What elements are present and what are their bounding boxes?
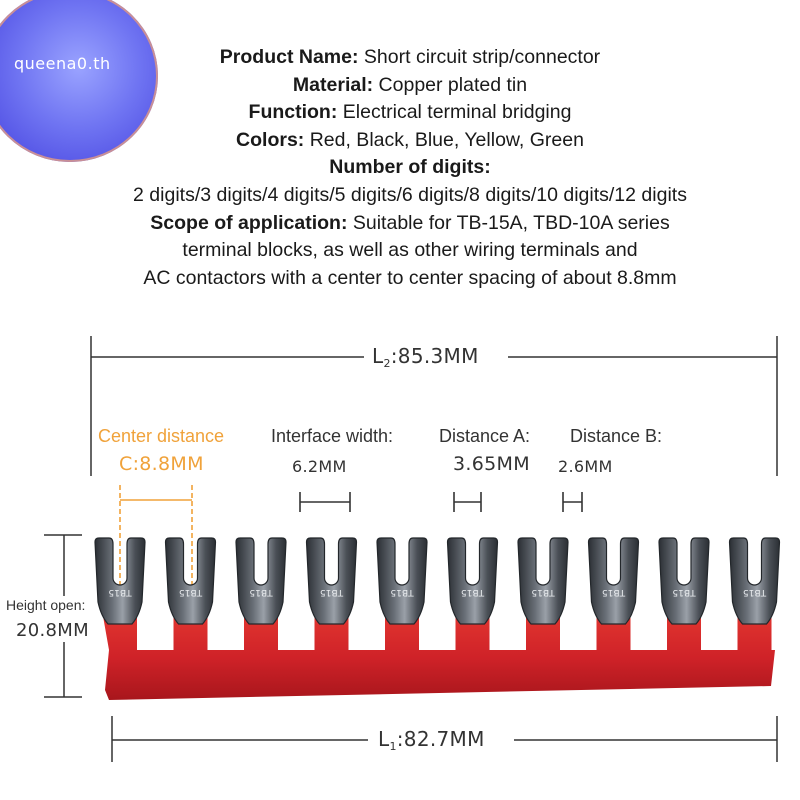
fork-terminal: TB15	[517, 537, 569, 625]
interface-width-dimension	[299, 492, 351, 512]
l2-value: :85.3MM	[390, 344, 479, 368]
fork-metal	[94, 537, 146, 625]
interface-width-label: Interface width:	[271, 426, 394, 446]
spec-digits-value: 2 digits/3 digits/4 digits/5 digits/6 di…	[133, 183, 687, 206]
fork-marking: TB15	[320, 587, 344, 597]
logo-text: queena0.th	[14, 54, 111, 73]
distance-b-label: Distance B:	[570, 426, 663, 446]
connector-strip	[103, 616, 775, 700]
fork-terminal: TB15	[235, 537, 287, 625]
spec-function-value: Electrical terminal bridging	[337, 101, 572, 124]
spec-product-name: Product Name: Short circuit strip/connec…	[40, 44, 780, 72]
fork-marking: TB15	[531, 587, 555, 597]
spec-scope-value-3: AC contactors with a center to center sp…	[143, 266, 677, 289]
height-label: Height open:	[6, 597, 86, 613]
fork-terminal: TB15	[587, 537, 640, 625]
distance-b-dimension	[562, 492, 583, 512]
fork-metal	[305, 537, 358, 625]
distance-a-label: Distance A:	[439, 426, 531, 446]
fork-marking: TB15	[390, 587, 414, 597]
spec-scope-value-1: Suitable for TB-15A, TBD-10A series	[347, 211, 670, 234]
spec-scope: Scope of application: Suitable for TB-15…	[40, 210, 780, 238]
fork-terminal: TB15	[164, 537, 217, 625]
l1-sub: 1	[389, 740, 397, 753]
l2-dimension	[90, 336, 778, 476]
fork-marking: TB15	[179, 587, 203, 597]
fork-terminal: TB15	[305, 537, 358, 625]
fork-marking: TB15	[602, 587, 626, 597]
brand-logo-badge: queena0.th	[0, 0, 158, 162]
distance-b-value: 2.6MM	[558, 457, 613, 476]
fork-metal	[517, 537, 569, 625]
l2-prefix: L	[372, 344, 384, 368]
l1-label: L1:82.7MM	[378, 727, 485, 753]
fork-terminal: TB15	[94, 537, 146, 625]
l1-dimension	[111, 716, 778, 762]
center-distance-label: Center distance	[98, 426, 225, 446]
spec-colors-value: Red, Black, Blue, Yellow, Green	[304, 128, 584, 151]
spec-colors: Colors: Red, Black, Blue, Yellow, Green	[40, 127, 780, 155]
spec-digits-heading: Number of digits:	[40, 154, 780, 182]
l2-sub: 2	[383, 357, 391, 370]
spec-scope-value-2: terminal blocks, as well as other wiring…	[182, 239, 638, 262]
red-strip-body	[103, 616, 775, 700]
spec-product-name-label: Product Name:	[219, 46, 359, 68]
product-spec-block: Product Name: Short circuit strip/connec…	[40, 44, 780, 292]
fork-marking: TB15	[249, 587, 273, 597]
fork-metal	[658, 537, 710, 625]
height-value: 20.8MM	[16, 620, 89, 641]
fork-terminal: TB15	[658, 537, 710, 625]
spec-material-value: Copper plated tin	[373, 73, 528, 96]
center-distance-value: C:8.8MM	[119, 453, 204, 475]
l2-label: L2:85.3MM	[372, 344, 479, 370]
fork-marking: TB15	[743, 587, 767, 597]
distance-a-value: 3.65MM	[453, 453, 530, 475]
l1-prefix: L	[378, 727, 390, 751]
interface-width-value: 6.2MM	[292, 457, 347, 476]
fork-terminal: TB15	[376, 537, 428, 625]
spec-digits-label: Number of digits:	[329, 156, 491, 179]
distance-a-dimension	[453, 492, 482, 512]
fork-marking: TB15	[672, 587, 696, 597]
fork-metal	[164, 537, 217, 625]
fork-terminal: TB15	[446, 537, 499, 625]
spec-scope-label: Scope of application:	[150, 211, 348, 234]
spec-colors-label: Colors:	[236, 128, 305, 151]
fork-marking: TB15	[461, 587, 485, 597]
fork-terminal: TB15	[728, 537, 781, 625]
l1-value: :82.7MM	[396, 727, 485, 751]
spec-function-label: Function:	[248, 101, 338, 124]
fork-metal	[446, 537, 499, 625]
fork-marking: TB15	[108, 587, 132, 597]
height-dimension	[44, 534, 82, 698]
spec-function: Function: Electrical terminal bridging	[40, 99, 780, 127]
fork-metal	[376, 537, 428, 625]
fork-metal	[587, 537, 640, 625]
spec-material-label: Material:	[292, 73, 374, 96]
fork-metal	[235, 537, 287, 625]
fork-metal	[728, 537, 781, 625]
fork-terminals: TB15 TB15 TB15 TB15 TB15 TB15 TB15 TB15 TB15 TB15	[94, 537, 781, 625]
spec-product-name-value: Short circuit strip/connector	[358, 46, 601, 68]
spec-material: Material: Copper plated tin	[40, 72, 780, 100]
